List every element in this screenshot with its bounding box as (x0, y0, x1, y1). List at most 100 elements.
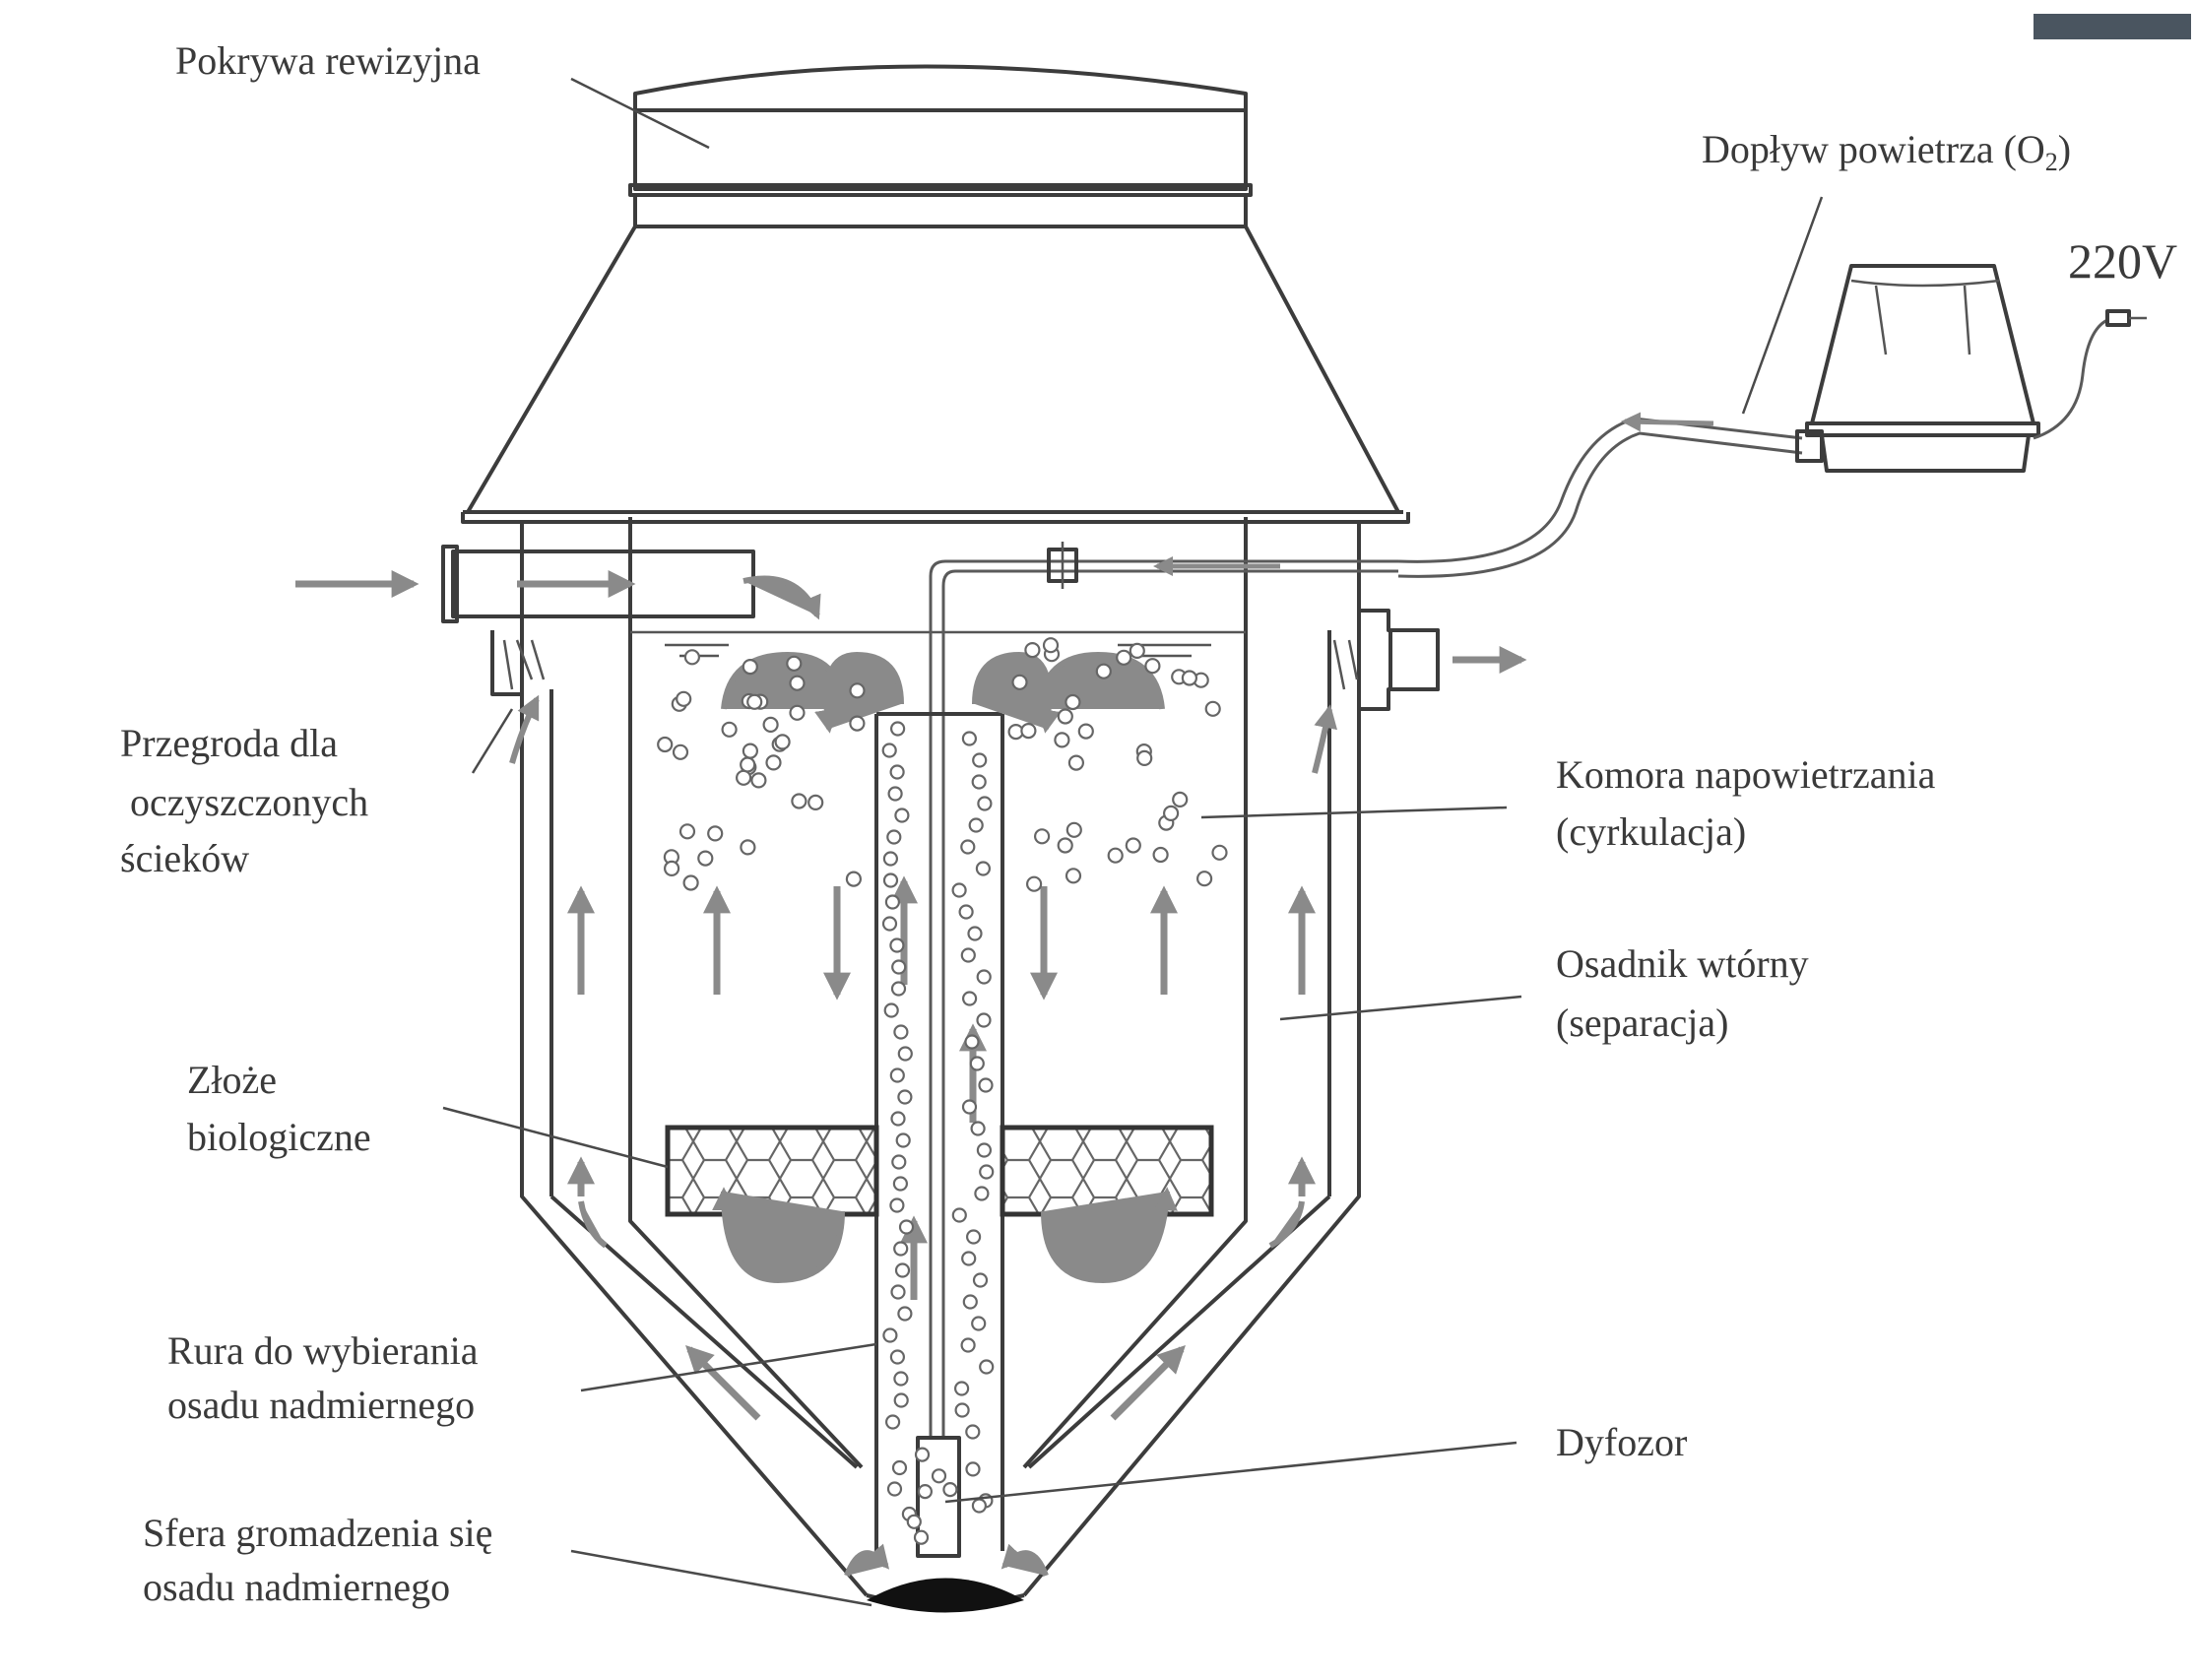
air-bubble (807, 794, 824, 811)
air-bubble (960, 839, 976, 855)
label-purified-baffle-line1: Przegroda dla (120, 721, 338, 765)
air-bubble (1011, 674, 1028, 690)
air-bubble (735, 769, 752, 786)
air-bubble (682, 874, 699, 891)
air-bubble (889, 1197, 905, 1213)
air-bubble (1095, 663, 1112, 679)
air-bubble (889, 764, 905, 780)
air-bubble (969, 1056, 985, 1071)
air-bubble (960, 1337, 976, 1353)
air-bubble (1025, 875, 1043, 892)
air-bubble (951, 1207, 967, 1223)
air-bubble (975, 861, 992, 876)
air-bubble (897, 1306, 913, 1322)
air-bubble (961, 991, 978, 1006)
air-bubble (917, 1483, 934, 1500)
air-bubble (891, 959, 907, 975)
air-bubble (971, 774, 987, 790)
air-bubble (889, 721, 906, 737)
air-bubble (1065, 868, 1082, 884)
air-bubble (897, 1046, 913, 1062)
air-bubble (968, 817, 984, 833)
air-bubble (979, 1164, 995, 1180)
air-bubble (895, 1132, 911, 1148)
air-bubble (697, 850, 714, 867)
air-bubble (960, 947, 976, 963)
air-bubble (676, 690, 692, 707)
air-bubble (707, 825, 724, 842)
label-purified-baffle-line2: oczyszczonych (130, 780, 368, 824)
water-surface (630, 630, 1246, 658)
air-bubble (951, 882, 967, 898)
air-bubble (1125, 837, 1141, 854)
air-bubble (884, 894, 901, 910)
label-sludge-sphere-line1: Sfera gromadzenia się (143, 1511, 492, 1555)
label-air-supply-subscript: 2 (2045, 148, 2058, 176)
air-bubble (958, 904, 974, 920)
air-bubble (976, 969, 992, 985)
air-bubble (906, 1514, 922, 1529)
air-bubble (789, 675, 806, 691)
label-air-supply: Dopływ powietrza (O2) (1702, 127, 2071, 176)
air-bubble (1067, 754, 1085, 771)
air-bubble (742, 658, 758, 676)
label-secondary-clarifier-line2: (separacja) (1556, 1001, 1728, 1045)
air-bubble (931, 1468, 947, 1484)
air-bubble (890, 1111, 906, 1127)
air-bubble (765, 754, 782, 771)
air-bubble (976, 1142, 993, 1158)
label-biological-bed-line2: biologiczne (187, 1115, 371, 1159)
air-bubble (849, 715, 866, 732)
air-bubble (889, 1067, 905, 1083)
air-bubble (886, 1481, 903, 1497)
label-sludge-pipe-line1: Rura do wybierania (167, 1328, 479, 1373)
air-supply-line (929, 412, 1803, 1438)
air-bubble (961, 731, 978, 746)
air-bubble (898, 1219, 915, 1235)
air-bubble (746, 693, 763, 710)
air-bubble (1020, 722, 1037, 740)
air-bubble (1057, 837, 1073, 854)
flow-arrows (509, 651, 1338, 1578)
air-bubble (882, 1327, 898, 1343)
sludge-accumulation (867, 1578, 1024, 1613)
air-blower (1795, 264, 2147, 473)
air-bubble (1107, 847, 1124, 864)
air-bubble (1152, 846, 1169, 864)
tank-body (520, 517, 1361, 1607)
air-bubble (1136, 749, 1153, 767)
air-bubble (1195, 871, 1213, 887)
air-bubble (964, 1034, 980, 1050)
air-bubble (678, 823, 696, 840)
air-bubble (893, 1241, 909, 1257)
air-bubble (789, 704, 806, 721)
air-bubble (721, 721, 738, 738)
air-bubble (1054, 732, 1070, 748)
leader-lines (442, 77, 1824, 1607)
label-secondary-clarifier-line1: Osadnik wtórny (1556, 941, 1809, 986)
air-bubble (971, 1498, 988, 1514)
air-bubble (979, 1359, 995, 1375)
air-bubble (1172, 791, 1189, 808)
air-bubble (884, 1414, 901, 1430)
air-bubble (974, 1186, 990, 1201)
label-voltage: 220V (2068, 233, 2177, 289)
air-bubble (890, 1284, 906, 1300)
air-bubble (953, 1381, 970, 1396)
air-bubble (1065, 693, 1081, 711)
air-bubble (976, 1012, 992, 1028)
air-bubble (663, 860, 680, 877)
label-diffuser: Dyfozor (1556, 1420, 1687, 1464)
inlet-pipe (295, 545, 821, 623)
label-air-supply-close: ) (2058, 127, 2071, 171)
air-bubble (914, 1447, 931, 1462)
air-bubble (970, 1121, 986, 1136)
air-bubble (894, 808, 910, 823)
air-bubble (1077, 723, 1094, 740)
air-bubble (893, 1392, 909, 1408)
air-bubble (1129, 642, 1145, 660)
corner-mark (2034, 14, 2191, 39)
label-biological-bed-line1: Złoże (187, 1058, 277, 1102)
air-bubble (890, 981, 907, 997)
air-bubble (683, 649, 701, 666)
